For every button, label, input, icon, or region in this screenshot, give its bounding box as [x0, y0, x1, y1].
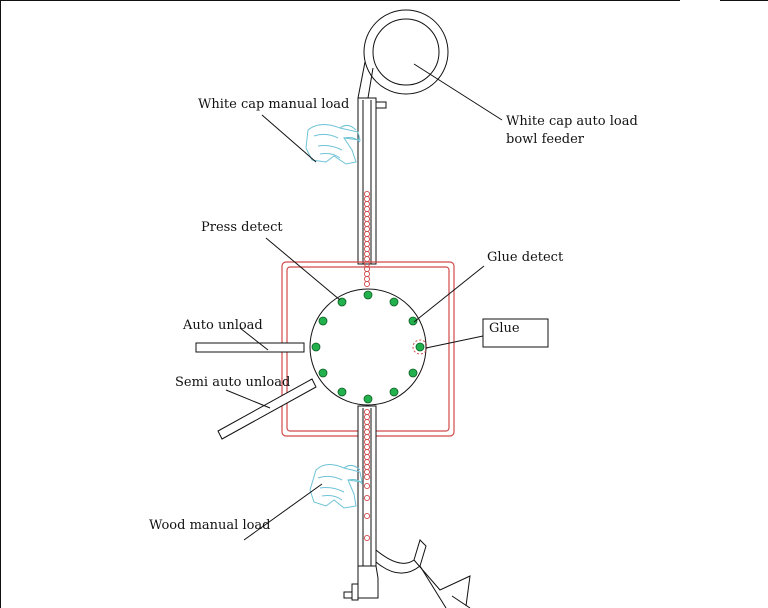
glue-station-highlight [412, 339, 428, 355]
bottom-chute-part [363, 482, 371, 490]
station-10 [311, 342, 321, 352]
label-glue: Glue [489, 321, 520, 336]
station-7 [363, 394, 373, 404]
hand-icon-bottom [309, 464, 363, 509]
station-6 [389, 387, 399, 397]
leader-bowl-feeder [413, 63, 503, 121]
top-feed-chute [357, 61, 387, 265]
label-glue-detect: Glue detect [487, 250, 564, 265]
bottom-chute-part [363, 512, 371, 520]
label-white-cap-auto-load: White cap auto load [506, 114, 638, 129]
station-9 [318, 368, 328, 378]
station-4 [415, 342, 425, 352]
label-wood-manual-load: Wood manual load [149, 518, 271, 533]
station-3 [408, 316, 418, 326]
top-chute-part [363, 270, 371, 278]
label-bowl-feeder: bowl feeder [506, 132, 585, 147]
leader-white-cap-manual [261, 114, 317, 163]
leader-glue-detect [413, 265, 485, 323]
leader-glue [425, 335, 484, 349]
station-ring [311, 290, 425, 404]
bowl-feeder [363, 9, 449, 95]
label-auto-unload: Auto unload [182, 318, 263, 333]
leader-wood-manual [243, 483, 323, 541]
leader-press-detect [265, 237, 341, 301]
wood-feeder-hook [375, 539, 471, 608]
top-chute-part [363, 280, 371, 288]
bottom-chute-part [363, 534, 371, 542]
semi-auto-unload-rail [217, 378, 317, 440]
rotary-table [309, 288, 427, 406]
label-semi-auto-unload: Semi auto unload [175, 375, 290, 390]
station-8 [337, 387, 347, 397]
label-press-detect: Press detect [201, 220, 283, 235]
station-2 [389, 297, 399, 307]
leader-auto-unload [239, 327, 269, 351]
top-chute-part [363, 275, 371, 283]
bottom-chute-part [363, 494, 371, 502]
bottom-chute-parts [363, 408, 371, 542]
bottom-feed-chute [343, 405, 379, 601]
label-white-cap-manual-load: White cap manual load [198, 97, 349, 112]
station-1 [363, 290, 373, 300]
hand-icon-top [305, 124, 361, 165]
station-5 [408, 368, 418, 378]
bottom-chute-part [363, 473, 371, 481]
leader-semi-auto-unload [225, 389, 271, 409]
station-11 [318, 316, 328, 326]
auto-unload-rail [195, 342, 305, 353]
glue-box [482, 318, 549, 348]
